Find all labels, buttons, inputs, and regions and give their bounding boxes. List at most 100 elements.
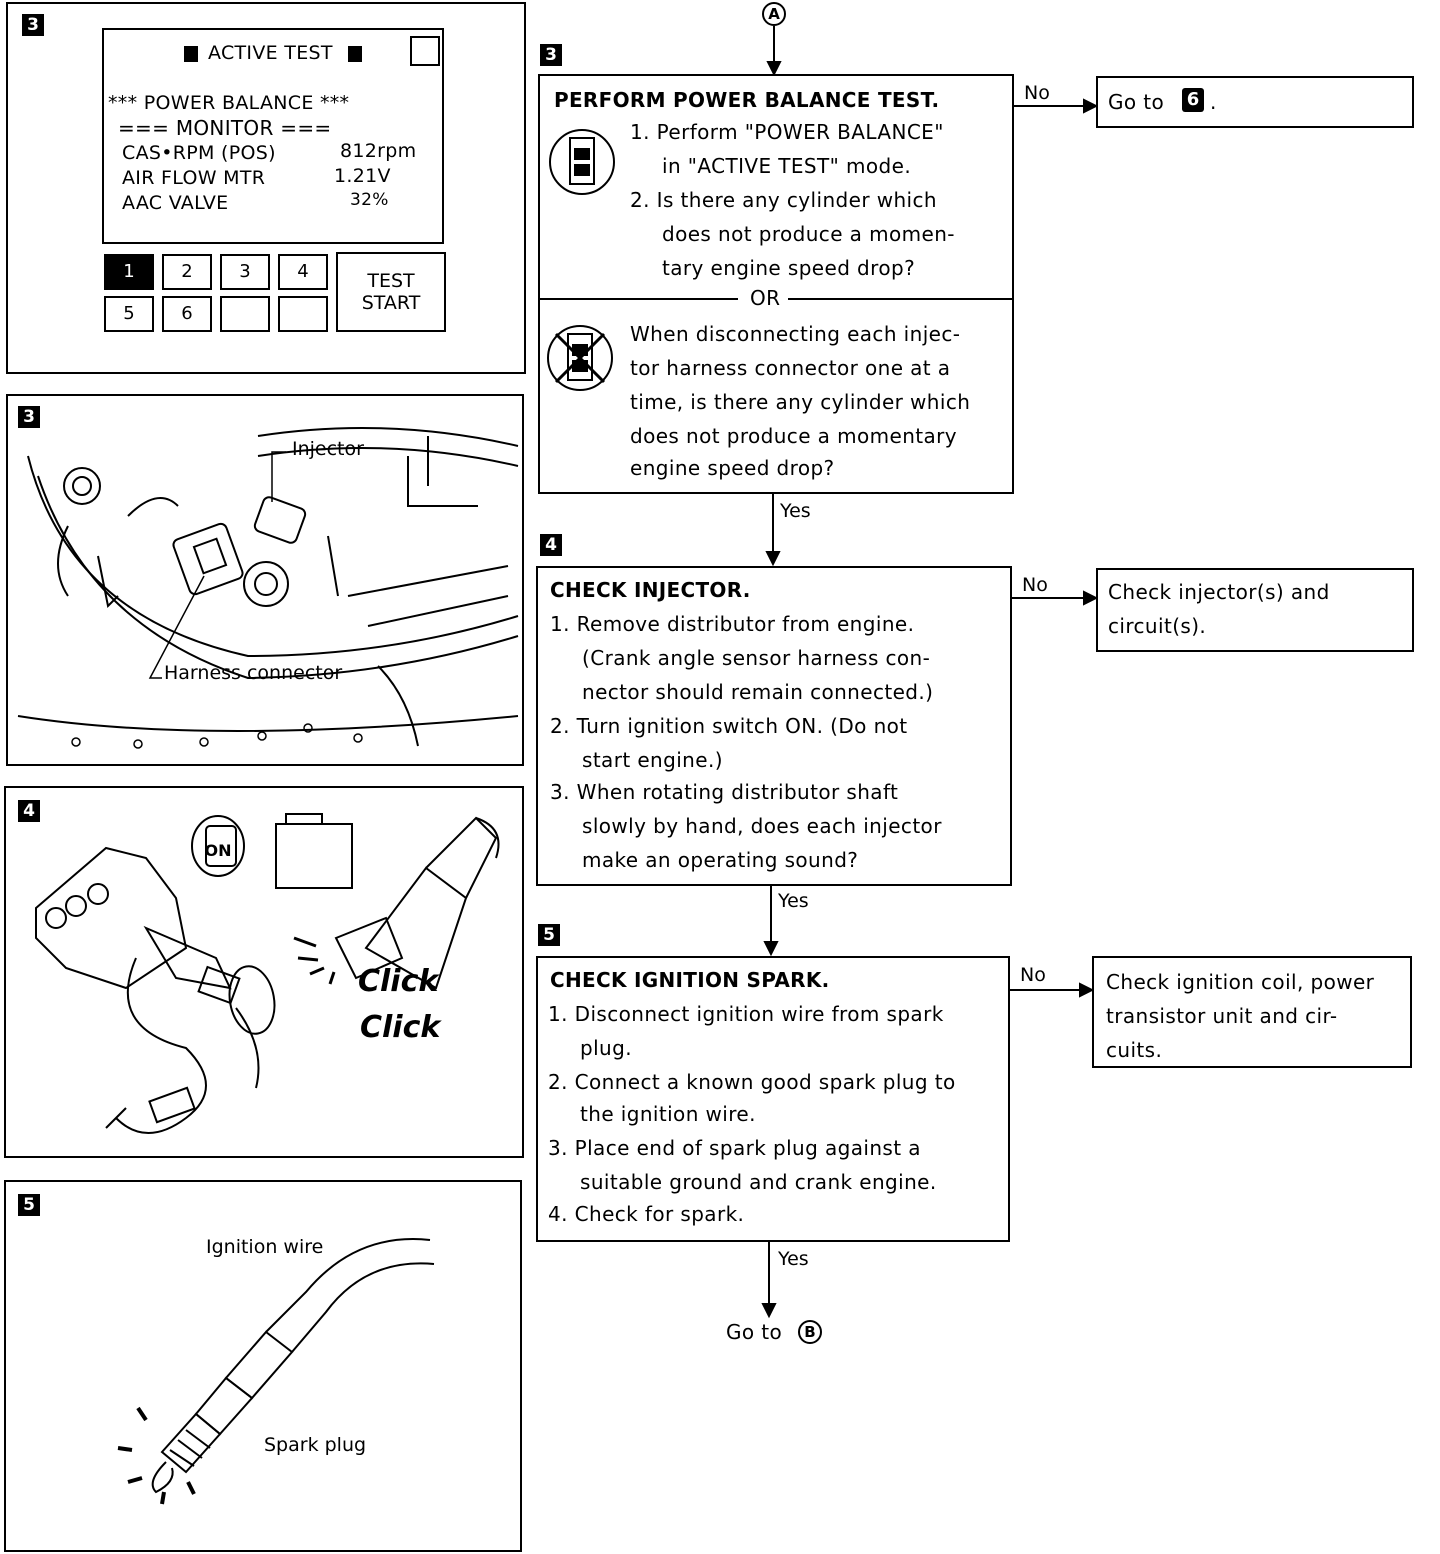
step-5-no-target-line: Check ignition coil, power — [1106, 970, 1375, 994]
cylinder-button-4[interactable]: 4 — [278, 254, 328, 290]
consult-tool-icon — [549, 129, 615, 195]
illustration-panel-active-test: 3 ACTIVE TEST *** POWER BALANCE *** === … — [6, 2, 526, 374]
test-start-line1: TEST — [367, 270, 415, 292]
cylinder-button-blank[interactable] — [278, 296, 328, 332]
screen-title: ACTIVE TEST — [208, 42, 333, 64]
step-number-badge: 5 — [18, 1194, 40, 1216]
step-5-no-label: No — [1020, 964, 1046, 986]
connector-b: B — [798, 1320, 822, 1344]
test-start-button[interactable]: TEST START — [336, 252, 446, 332]
final-goto-text: Go to — [726, 1320, 783, 1344]
step-4-item: 1. Remove distributor from engine. — [550, 612, 915, 636]
illustration-panel-distributor: 4 ON Click Click — [4, 786, 524, 1158]
step-3-title: PERFORM POWER BALANCE TEST. — [554, 88, 940, 112]
screen-title-marker-left — [184, 46, 198, 62]
step-4-item: make an operating sound? — [582, 848, 859, 872]
step-5-box: CHECK IGNITION SPARK. 1. Disconnect igni… — [536, 956, 1010, 1242]
step-5-yes-label: Yes — [778, 1248, 809, 1270]
step-4-badge: 4 — [540, 534, 562, 556]
step-3-item-a: tary engine speed drop? — [662, 256, 916, 280]
step-3-item-b: When disconnecting each injec- — [630, 322, 961, 346]
monitor-row-label: CAS•RPM (POS) — [122, 142, 276, 164]
step-4-item: start engine.) — [582, 748, 723, 772]
ignition-wire-label: Ignition wire — [206, 1236, 324, 1258]
cylinder-button-6[interactable]: 6 — [162, 296, 212, 332]
step-3-item-b: engine speed drop? — [630, 456, 835, 480]
step-4-item: 3. When rotating distributor shaft — [550, 780, 899, 804]
spark-plug-drawing — [117, 1238, 435, 1505]
step-3-item-a: 2. Is there any cylinder which — [630, 188, 937, 212]
injector-label: Injector — [292, 438, 364, 460]
step-4-yes-label: Yes — [778, 890, 809, 912]
cylinder-button-3[interactable]: 3 — [220, 254, 270, 290]
monitor-heading: === MONITOR === — [118, 116, 332, 140]
step-5-item: the ignition wire. — [580, 1102, 756, 1126]
step-3-item-a: 1. Perform "POWER BALANCE" — [630, 120, 944, 144]
step-5-no-target: Check ignition coil, power transistor un… — [1092, 956, 1412, 1068]
harness-connector-label: Harness connector — [164, 662, 343, 684]
monitor-row-label: AIR FLOW MTR — [122, 167, 266, 189]
cylinder-button-2[interactable]: 2 — [162, 254, 212, 290]
step-4-item: nector should remain connected.) — [582, 680, 934, 704]
connector-a: A — [762, 2, 786, 26]
step-5-item: 4. Check for spark. — [548, 1202, 745, 1226]
step-5-item: 3. Place end of spark plug against a — [548, 1136, 921, 1160]
step-3-no-target: Go to 6 . — [1096, 76, 1414, 128]
illustration-panel-injector: 3 — [6, 394, 524, 766]
step-3-yes-label: Yes — [780, 500, 811, 522]
goto-prefix: Go to — [1108, 90, 1165, 114]
step-5-no-target-line: transistor unit and cir- — [1106, 1004, 1338, 1028]
spark-plug-label: Spark plug — [264, 1434, 367, 1456]
goto-step-6-badge: 6 — [1182, 88, 1204, 112]
distributor-drawing: ON — [35, 813, 500, 1134]
or-divider-right — [788, 298, 1014, 300]
step-5-no-target-line: cuits. — [1106, 1038, 1163, 1062]
step-5-item: 1. Disconnect ignition wire from spark — [548, 1002, 944, 1026]
step-3-item-b: tor harness connector one at a — [630, 356, 951, 380]
step-3-badge: 3 — [540, 44, 562, 66]
cylinder-button-5[interactable]: 5 — [104, 296, 154, 332]
power-balance-heading: *** POWER BALANCE *** — [108, 92, 350, 114]
step-5-item: 2. Connect a known good spark plug to — [548, 1070, 956, 1094]
step-3-item-b: time, is there any cylinder which — [630, 390, 971, 414]
monitor-row-value: 32% — [350, 190, 389, 210]
cylinder-button-blank[interactable] — [220, 296, 270, 332]
test-start-line2: START — [361, 292, 421, 314]
or-divider-left — [540, 298, 738, 300]
step-4-box: CHECK INJECTOR. 1. Remove distributor fr… — [536, 566, 1012, 886]
monitor-row-label: AAC VALVE — [122, 192, 229, 214]
or-label: OR — [750, 286, 781, 310]
screen-corner-box[interactable] — [410, 36, 440, 66]
step-3-item-a: in "ACTIVE TEST" mode. — [662, 154, 912, 178]
step-5-item: suitable ground and crank engine. — [580, 1170, 937, 1194]
on-label: ON — [205, 841, 232, 860]
step-4-no-target: Check injector(s) and circuit(s). — [1096, 568, 1414, 652]
no-tool-icon — [547, 325, 613, 391]
step-4-item: slowly by hand, does each injector — [582, 814, 942, 838]
screen-title-marker-right — [348, 46, 362, 62]
step-5-title: CHECK IGNITION SPARK. — [550, 968, 830, 992]
step-4-item: (Crank angle sensor harness con- — [582, 646, 931, 670]
illustration-panel-spark-plug: 5 Ignition wire Spark plug — [4, 1180, 522, 1552]
engine-injector-drawing — [17, 427, 519, 749]
click-label-1: Click — [358, 964, 439, 999]
goto-period: . — [1210, 90, 1217, 114]
step-5-badge: 5 — [538, 924, 560, 946]
step-3-item-b: does not produce a momentary — [630, 424, 958, 448]
step-3-item-a: does not produce a momen- — [662, 222, 955, 246]
step-3-no-label: No — [1024, 82, 1050, 104]
step-number-badge: 3 — [18, 406, 40, 428]
step-4-no-target-line: Check injector(s) and — [1108, 580, 1330, 604]
step-3-box: PERFORM POWER BALANCE TEST. 1. Perform "… — [538, 74, 1014, 494]
step-4-title: CHECK INJECTOR. — [550, 578, 751, 602]
step-number-badge: 4 — [18, 800, 40, 822]
click-label-2: Click — [360, 1010, 441, 1045]
cylinder-button-1[interactable]: 1 — [104, 254, 154, 290]
monitor-row-value: 812rpm — [340, 140, 417, 162]
step-4-item: 2. Turn ignition switch ON. (Do not — [550, 714, 908, 738]
step-4-no-label: No — [1022, 574, 1048, 596]
step-5-item: plug. — [580, 1036, 632, 1060]
step-number-badge: 3 — [22, 14, 44, 36]
step-4-no-target-line: circuit(s). — [1108, 614, 1207, 638]
